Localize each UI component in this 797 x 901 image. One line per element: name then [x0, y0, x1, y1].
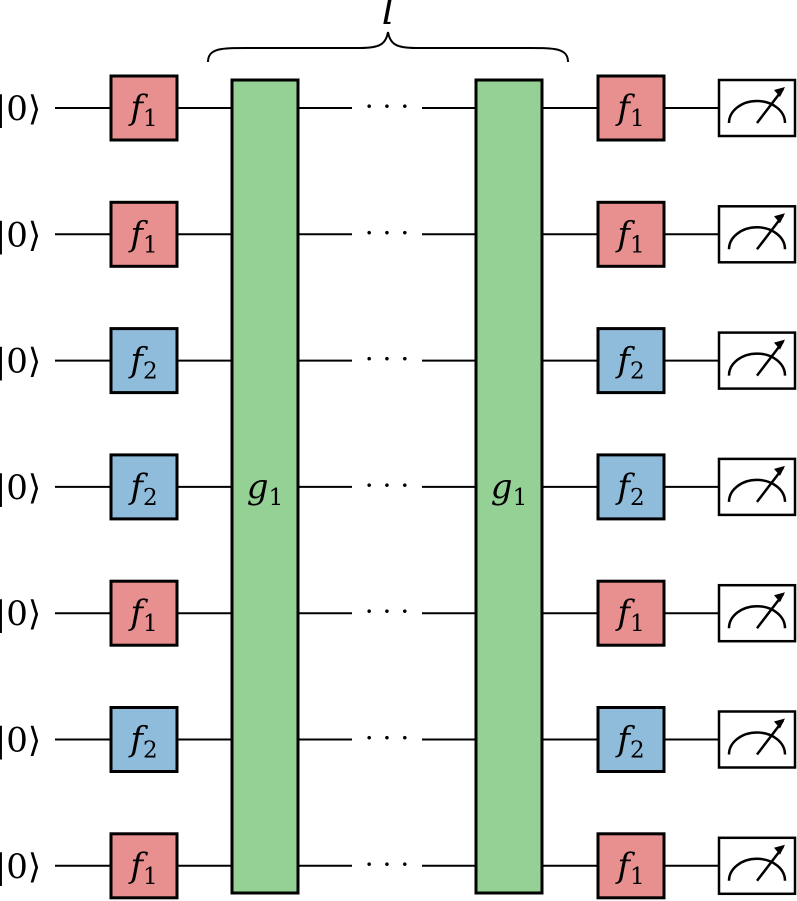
- entangling-blocks: g1 g1: [230, 78, 544, 895]
- gate-box: [596, 706, 666, 773]
- ellipsis: · · ·: [365, 343, 410, 376]
- gate-f1-left: f1: [109, 74, 179, 142]
- gate-f1-right: f1: [596, 200, 666, 268]
- gate-f1-left: f1: [109, 579, 179, 647]
- gate-f1-right: f1: [596, 832, 666, 900]
- meter-icon: [717, 457, 797, 517]
- entangler-label: g1: [491, 467, 527, 511]
- entangler-box: [474, 78, 544, 895]
- gate-f2-left: f2: [109, 453, 179, 521]
- gate-box: [109, 453, 179, 521]
- gate-label-f2: f2: [614, 720, 644, 764]
- left-encoding-gates: f1 f1 f2 f2 f1 f2 f1: [109, 74, 179, 900]
- gate-box: [596, 579, 666, 647]
- meter-icon: [717, 205, 797, 264]
- ellipsis: · · ·: [365, 848, 410, 881]
- gate-box: [109, 579, 179, 647]
- gate-box: [109, 74, 179, 142]
- meter-icon: [717, 583, 797, 643]
- ellipsis: · · ·: [365, 90, 410, 123]
- gate-f2-left: f2: [109, 706, 179, 773]
- input-ket: |0⟩: [0, 342, 41, 382]
- gate-f1-right: f1: [596, 74, 666, 142]
- gate-f1-left: f1: [109, 832, 179, 900]
- gate-box: [109, 706, 179, 773]
- input-ket: |0⟩: [0, 594, 41, 634]
- meter-icon: [717, 710, 797, 769]
- gate-box: [109, 832, 179, 900]
- input-ket: |0⟩: [0, 468, 41, 508]
- gate-box: [109, 327, 179, 395]
- entangler-label: g1: [247, 467, 283, 511]
- gate-box: [596, 832, 666, 900]
- brace-shape: [207, 31, 569, 63]
- gate-box: [596, 453, 666, 521]
- gate-box: [596, 200, 666, 268]
- brace-label: l: [382, 0, 395, 34]
- input-ket: |0⟩: [0, 847, 41, 887]
- gate-box: [596, 327, 666, 395]
- meter-icon: [717, 331, 797, 390]
- input-states: |0⟩ |0⟩ |0⟩ |0⟩ |0⟩ |0⟩ |0⟩: [0, 89, 41, 887]
- entangler-g1-2: g1: [474, 78, 544, 895]
- ellipsis: · · ·: [365, 722, 410, 755]
- gate-box: [596, 74, 666, 142]
- ellipsis: · · ·: [365, 469, 410, 502]
- entangler-box: [230, 78, 300, 895]
- input-ket: |0⟩: [0, 721, 41, 761]
- meter-icon: [717, 78, 797, 138]
- meter-icon: [717, 836, 797, 896]
- layer-brace: l: [207, 0, 569, 63]
- right-encoding-gates: f1 f1 f2 f2 f1 f2 f1: [596, 74, 666, 900]
- qubit-wires: [55, 107, 719, 867]
- gate-f2-left: f2: [109, 327, 179, 395]
- gate-f2-right: f2: [596, 706, 666, 773]
- gate-box: [109, 200, 179, 268]
- entangler-g1-1: g1: [230, 78, 300, 895]
- ellipsis: · · ·: [365, 216, 410, 249]
- gate-f2-right: f2: [596, 327, 666, 395]
- gate-f1-left: f1: [109, 200, 179, 268]
- measurement-column: [717, 78, 797, 896]
- input-ket: |0⟩: [0, 215, 41, 255]
- input-ket: |0⟩: [0, 89, 41, 129]
- gate-f2-right: f2: [596, 453, 666, 521]
- ellipsis: · · ·: [365, 595, 410, 628]
- ellipsis-column: · · · · · · · · · · · · · · · · · · · · ·: [365, 90, 410, 881]
- gate-f1-right: f1: [596, 579, 666, 647]
